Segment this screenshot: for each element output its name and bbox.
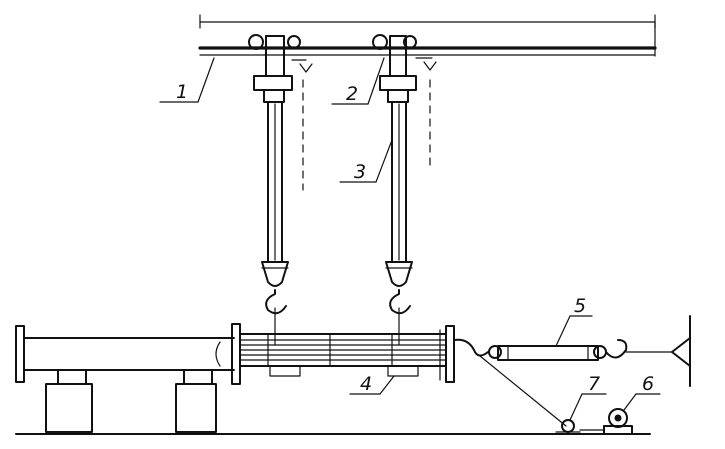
label-6: 6 [642,373,654,395]
label-1: 1 [176,81,188,103]
tackle-block [453,315,691,387]
support-right [175,369,217,433]
guide-rope [479,355,567,427]
overhead-crane-beam [198,14,657,57]
support-left [45,369,93,433]
winch [579,408,633,435]
label-2: 2 [346,83,358,105]
left-hoist-trolley [248,34,313,103]
right-hoist-trolley [372,34,437,103]
right-hoist-chain-body [391,79,431,263]
left-hoist-chain-body [267,79,304,263]
leader-lines [159,57,661,421]
guide-pulley [555,419,581,433]
label-7: 7 [588,373,600,395]
label-3: 3 [354,161,366,183]
label-5: 5 [574,295,586,317]
left-hook-block [261,261,289,346]
label-4: 4 [360,373,372,395]
pipe-shell [15,325,235,383]
tube-bundle [231,323,455,385]
right-hook-block [385,261,413,346]
